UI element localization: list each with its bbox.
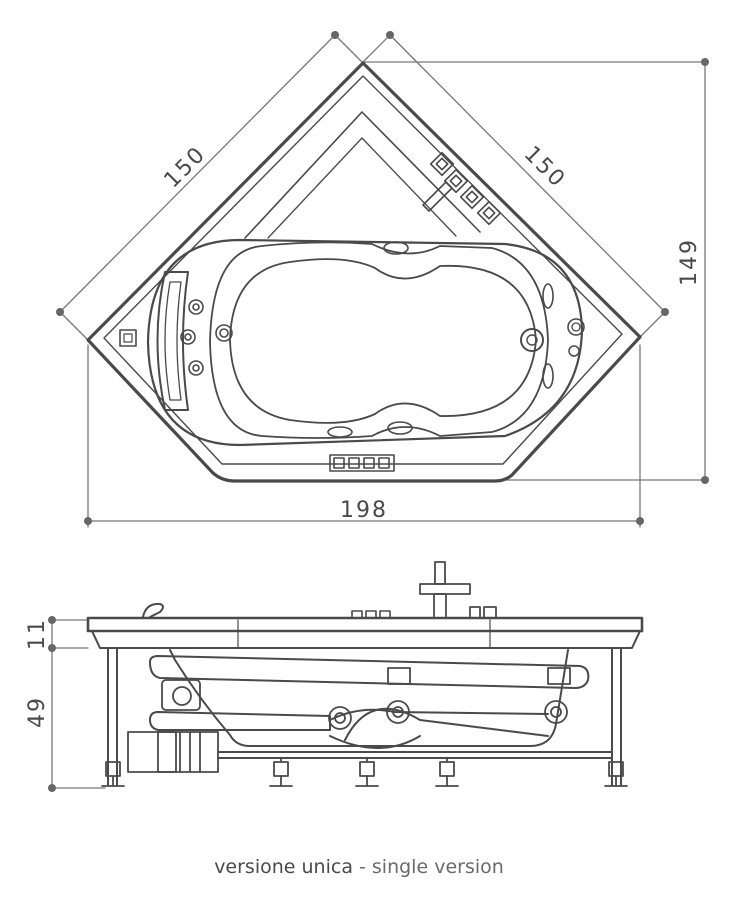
side-view [48, 561, 644, 792]
dim-rim: 11 [25, 618, 50, 650]
fittings [328, 667, 571, 730]
drain-icon [520, 328, 544, 352]
corner-controls [422, 151, 502, 226]
base-frame [107, 647, 622, 786]
jet-icon [215, 324, 233, 342]
dim-side-right: 150 [519, 142, 571, 194]
corner-deck-inner [267, 137, 457, 239]
faucet-side-icon [419, 561, 497, 619]
jet-icon [180, 329, 196, 345]
knob-icon [567, 318, 585, 336]
caption-sub: single version [371, 856, 504, 878]
rim-underside [91, 630, 641, 649]
deck-buttons [351, 610, 391, 619]
jet-icon [542, 363, 554, 389]
headrest-pad [164, 281, 182, 401]
tub-body [169, 649, 569, 747]
pipes [149, 655, 590, 749]
adjustable-feet [101, 757, 628, 787]
caption-main: versione unica [214, 856, 353, 878]
jet-icon [383, 241, 409, 255]
side-dimension-dots [48, 616, 56, 792]
caption: versione unica - single version [0, 856, 718, 878]
outer-rim [86, 61, 642, 483]
side-dimension-lines [51, 619, 106, 789]
jet-icon [188, 299, 204, 315]
basin-shell [146, 238, 584, 447]
rim [86, 616, 644, 633]
headrest [156, 271, 189, 411]
rim-inner-edge [103, 75, 623, 465]
jet-icon [387, 421, 413, 435]
dim-height: 149 [677, 238, 702, 286]
pump-icon [127, 679, 219, 773]
dimension-lines [59, 34, 706, 528]
dimension-dots [56, 31, 709, 525]
control-button-icon [119, 329, 137, 347]
jet-icon [327, 426, 353, 438]
jet-icon [188, 360, 204, 376]
jets [180, 241, 554, 438]
jet-icon [542, 283, 554, 309]
plan-view [56, 31, 709, 528]
dim-body: 49 [25, 696, 50, 728]
corner-deck [244, 111, 481, 239]
basin-floor [229, 258, 537, 424]
faucet-icon [422, 181, 453, 212]
dim-width: 198 [340, 498, 388, 523]
headrest-side [142, 602, 164, 618]
knob-icon [568, 345, 580, 357]
front-control-panel [329, 454, 395, 472]
caption-separator: - [352, 856, 372, 878]
